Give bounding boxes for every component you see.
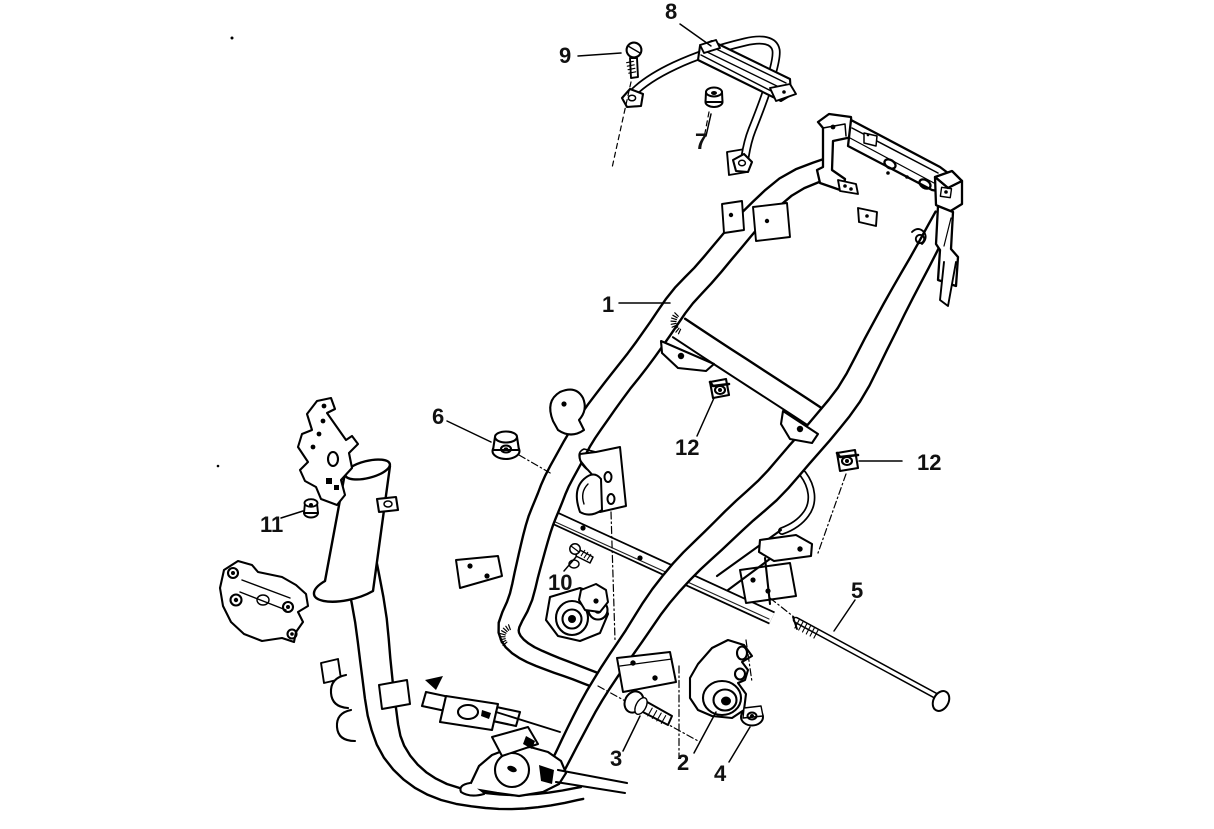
svg-text:8: 8 — [665, 0, 677, 24]
svg-text:11: 11 — [260, 512, 283, 537]
svg-text:5: 5 — [851, 578, 863, 603]
svg-text:12: 12 — [675, 435, 699, 460]
svg-text:9: 9 — [559, 43, 571, 68]
svg-text:12: 12 — [917, 450, 941, 475]
svg-text:7: 7 — [695, 129, 707, 154]
svg-text:6: 6 — [432, 404, 444, 429]
svg-text:10: 10 — [548, 570, 572, 595]
svg-text:4: 4 — [714, 761, 727, 786]
svg-text:2: 2 — [677, 750, 689, 775]
svg-text:3: 3 — [610, 746, 622, 771]
svg-text:1: 1 — [602, 292, 614, 317]
